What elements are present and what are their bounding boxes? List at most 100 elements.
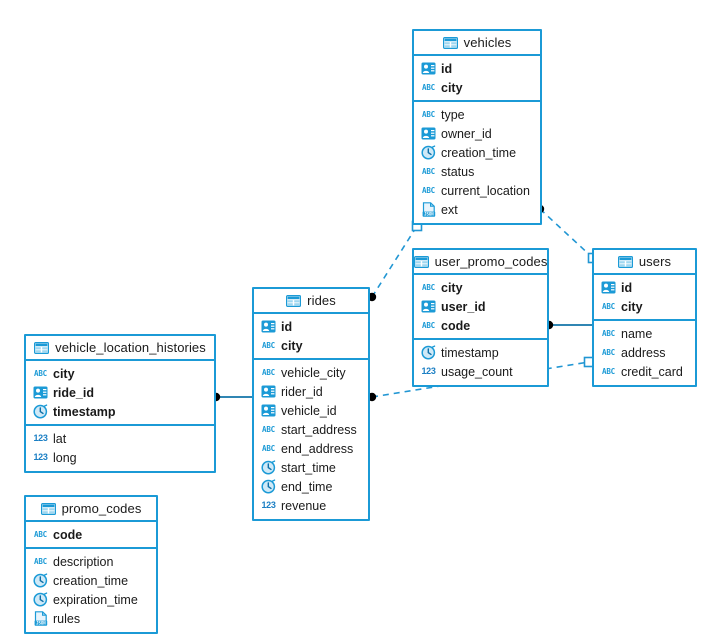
field-row[interactable]: creation_time [26, 571, 156, 590]
field-row[interactable]: timestamp [414, 343, 547, 362]
clock-icon [261, 479, 276, 494]
field-label: rider_id [281, 384, 323, 399]
field-label: start_time [281, 460, 336, 475]
primary-key-row[interactable]: id [254, 317, 368, 336]
table-title-promo_codes[interactable]: promo_codes [26, 497, 156, 522]
abc-text-icon: ABC [262, 340, 275, 350]
table-title-users[interactable]: users [594, 250, 695, 275]
field-row[interactable]: expiration_time [26, 590, 156, 609]
field-label: lat [53, 431, 67, 446]
field-label: timestamp [441, 345, 499, 360]
table-title-label: promo_codes [61, 501, 142, 516]
field-label: end_time [281, 479, 333, 494]
field-label: id [281, 319, 293, 334]
field-row[interactable]: rider_id [254, 382, 368, 401]
field-row[interactable]: vehicle_id [254, 401, 368, 420]
table-grid-icon [413, 254, 429, 269]
table-title-vehicles[interactable]: vehicles [414, 31, 540, 56]
field-label: timestamp [53, 404, 116, 419]
table-grid-icon [34, 340, 50, 355]
abc-text-icon: ABC [422, 282, 435, 292]
field-label: usage_count [441, 364, 513, 379]
field-row[interactable]: owner_id [414, 124, 540, 143]
primary-key-row[interactable]: id [414, 59, 540, 78]
field-row[interactable]: creation_time [414, 143, 540, 162]
abc-text-icon: ABC [422, 185, 435, 195]
json-document-icon: JSON [421, 202, 436, 217]
abc-text-icon: ABC [422, 82, 435, 92]
svg-text:JSON: JSON [424, 211, 434, 216]
field-row[interactable]: JSON rules [26, 609, 156, 628]
id-card-icon [33, 385, 48, 400]
field-label: description [53, 554, 114, 569]
id-card-icon [421, 126, 436, 141]
primary-key-row[interactable]: user_id [414, 297, 547, 316]
clock-icon [33, 573, 48, 588]
table-title-user_promo_codes[interactable]: user_promo_codes [413, 250, 548, 275]
table-title-vehicle_location_histories[interactable]: vehicle_location_histories [26, 336, 214, 361]
abc-text-icon: ABC [602, 328, 615, 338]
primary-key-row[interactable]: timestamp [26, 402, 214, 421]
field-label: end_address [281, 441, 354, 456]
field-row[interactable]: start_time [254, 458, 368, 477]
field-label: city [441, 280, 463, 295]
field-row[interactable]: end_time [254, 477, 368, 496]
field-label: revenue [281, 498, 327, 513]
field-label: rules [53, 611, 81, 626]
clock-icon [421, 145, 436, 160]
table-grid-icon [40, 501, 56, 516]
table-title-label: users [638, 254, 672, 269]
clock-icon [261, 460, 276, 475]
edge-line [371, 225, 418, 298]
edge-user-promo-codes-to-users[interactable] [544, 320, 592, 330]
field-label: id [441, 61, 453, 76]
primary-key-row[interactable]: ride_id [26, 383, 214, 402]
id-card-icon [261, 403, 276, 418]
field-label: long [53, 450, 77, 465]
table-title-label: user_promo_codes [434, 254, 548, 269]
id-card-icon [601, 280, 616, 295]
abc-text-icon: ABC [262, 367, 275, 377]
json-document-icon: JSON [33, 611, 48, 626]
edge-rides-to-vehicle-location-histories[interactable] [211, 392, 252, 402]
field-row[interactable]: ABC current_location [414, 181, 540, 200]
table-grid-icon [286, 293, 302, 308]
primary-key-row[interactable]: ABC city [414, 278, 547, 297]
abc-text-icon: ABC [602, 301, 615, 311]
primary-key-row[interactable]: id [594, 278, 695, 297]
table-title-rides[interactable]: rides [254, 289, 368, 314]
id-card-icon [261, 384, 276, 399]
field-label: current_location [441, 183, 530, 198]
